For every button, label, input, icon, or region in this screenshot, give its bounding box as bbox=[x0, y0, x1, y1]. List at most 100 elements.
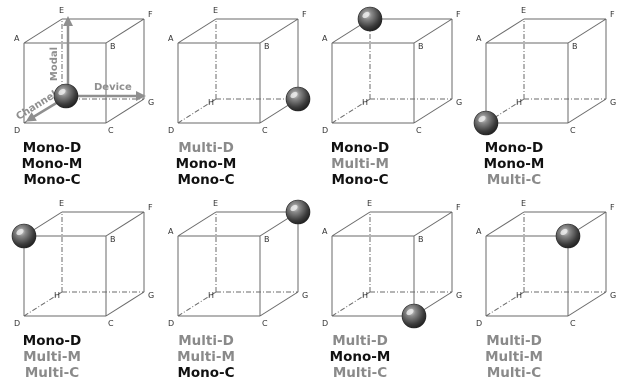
cube-7-sphere-highlight bbox=[406, 308, 414, 316]
cube-1-vertex-c-label: C bbox=[108, 126, 114, 135]
cube-6-sphere-highlight bbox=[290, 204, 298, 212]
cube-4-vertex-a-label: A bbox=[476, 34, 482, 43]
cube-2-mode-label: Multi-D bbox=[178, 140, 234, 156]
cube-3-vertex-a-label: A bbox=[322, 34, 328, 43]
cube-3-mode-label: Mono-C bbox=[331, 172, 389, 188]
cube-2-sphere-highlight bbox=[290, 91, 298, 99]
cube-5-vertex-c-label: C bbox=[108, 319, 114, 328]
cube-8-sphere-highlight bbox=[560, 228, 568, 236]
cube-1-vertex-d-label: D bbox=[14, 126, 20, 135]
cube-5-sphere-marker bbox=[11, 223, 37, 249]
cube-6-mode-label: Multi-M bbox=[177, 349, 235, 365]
cube-2-mode-label: Mono-C bbox=[177, 172, 235, 188]
cube-7-vertex-f-label: F bbox=[456, 203, 461, 212]
cube-5-vertex-f-label: F bbox=[148, 203, 153, 212]
cube-3-edge bbox=[413, 18, 453, 44]
cube-8-vertex-d-label: D bbox=[476, 319, 482, 328]
cube-3-vertex-d-label: D bbox=[322, 126, 328, 135]
cube-7-sphere-marker bbox=[401, 303, 427, 329]
cube-1-mode-label: Mono-C bbox=[23, 172, 81, 188]
cube-4-vertex-b-label: B bbox=[572, 42, 578, 51]
modal-axis-label: Modal bbox=[49, 47, 60, 81]
cube-3-mode-label: Mono-D bbox=[330, 140, 390, 156]
cube-7-edge bbox=[331, 211, 371, 237]
cube-5-mode-label: Multi-M bbox=[23, 349, 81, 365]
cube-4-vertex-e-label: E bbox=[521, 6, 526, 15]
cube-4-edge bbox=[485, 18, 525, 44]
cube-2-vertex-a-label: A bbox=[168, 34, 174, 43]
cube-3-edge bbox=[413, 98, 453, 124]
cube-7-vertex-d-label: D bbox=[322, 319, 328, 328]
cube-4-edge bbox=[567, 98, 607, 124]
cube-2-vertex-f-label: F bbox=[302, 10, 307, 19]
cube-8-sphere-marker bbox=[555, 223, 581, 249]
cube-2-sphere-marker bbox=[285, 86, 311, 112]
cube-1-edge bbox=[23, 18, 63, 44]
cube-1-mode-label: Mono-D bbox=[22, 140, 82, 156]
cube-4-vertex-c-label: C bbox=[570, 126, 576, 135]
cube-5-vertex-h-label: H bbox=[54, 291, 60, 300]
cube-3-vertex-f-label: F bbox=[456, 10, 461, 19]
cube-5-edge bbox=[105, 291, 145, 317]
cube-7-vertex-e-label: E bbox=[367, 199, 372, 208]
cube-1-vertex-e-label: E bbox=[59, 6, 64, 15]
cube-4-vertex-f-label: F bbox=[610, 10, 615, 19]
cube-1-vertex-g-label: G bbox=[148, 98, 154, 107]
cube-3-vertex-g-label: G bbox=[456, 98, 462, 107]
cube-6-vertex-b-label: B bbox=[264, 235, 270, 244]
cube-7-hidden-edge bbox=[331, 291, 371, 317]
cube-3-sphere-highlight bbox=[362, 11, 370, 19]
cube-8-mode-label: Multi-D bbox=[486, 333, 542, 349]
device-axis-label: Device bbox=[94, 82, 132, 93]
cube-3-vertex-h-label: H bbox=[362, 98, 368, 107]
cube-2-mode-label: Mono-M bbox=[175, 156, 237, 172]
cube-1-sphere-marker bbox=[53, 83, 79, 109]
cube-4-mode-label: Mono-M bbox=[483, 156, 545, 172]
cube-6-mode-label: Multi-D bbox=[178, 333, 234, 349]
cube-6-edge bbox=[259, 291, 299, 317]
cube-5-vertex-b-label: B bbox=[110, 235, 116, 244]
cube-5-mode-label: Mono-D bbox=[22, 333, 82, 349]
cube-8-mode-label: Multi-C bbox=[486, 365, 542, 381]
cube-3-sphere-marker bbox=[357, 6, 383, 32]
cube-5-edge bbox=[105, 211, 145, 237]
cube-2-vertex-d-label: D bbox=[168, 126, 174, 135]
cube-8-vertex-h-label: H bbox=[516, 291, 522, 300]
cube-8-edge bbox=[485, 211, 525, 237]
cube-5-sphere-highlight bbox=[16, 228, 24, 236]
cube-4-mode-label: Mono-D bbox=[484, 140, 544, 156]
cube-4-vertex-g-label: G bbox=[610, 98, 616, 107]
cube-8-hidden-edge bbox=[485, 291, 525, 317]
cube-4-sphere-marker bbox=[473, 110, 499, 136]
cube-1-vertex-a-label: A bbox=[14, 34, 20, 43]
cube-3-vertex-b-label: B bbox=[418, 42, 424, 51]
cube-5-mode-label: Multi-C bbox=[24, 365, 80, 381]
cube-4-vertex-h-label: H bbox=[516, 98, 522, 107]
cube-7-vertex-b-label: B bbox=[418, 235, 424, 244]
cube-2-edge bbox=[259, 18, 299, 44]
cube-4-mode-label: Multi-C bbox=[486, 172, 542, 188]
cube-7-vertex-a-label: A bbox=[322, 227, 328, 236]
cube-6-mode-label: Mono-C bbox=[177, 365, 235, 381]
cube-1-edge bbox=[105, 98, 145, 124]
cube-1-mode-label: Mono-M bbox=[21, 156, 83, 172]
cube-7-vertex-g-label: G bbox=[456, 291, 462, 300]
cube-8-vertex-e-label: E bbox=[521, 199, 526, 208]
cube-2-vertex-c-label: C bbox=[262, 126, 268, 135]
cube-1-vertex-b-label: B bbox=[110, 42, 116, 51]
cube-8-vertex-c-label: C bbox=[570, 319, 576, 328]
cube-6-vertex-d-label: D bbox=[168, 319, 174, 328]
cube-2-edge bbox=[177, 18, 217, 44]
cube-3-mode-label: Multi-M bbox=[331, 156, 389, 172]
cube-2-vertex-b-label: B bbox=[264, 42, 270, 51]
cube-6-hidden-edge bbox=[177, 291, 217, 317]
cube-3-vertex-c-label: C bbox=[416, 126, 422, 135]
